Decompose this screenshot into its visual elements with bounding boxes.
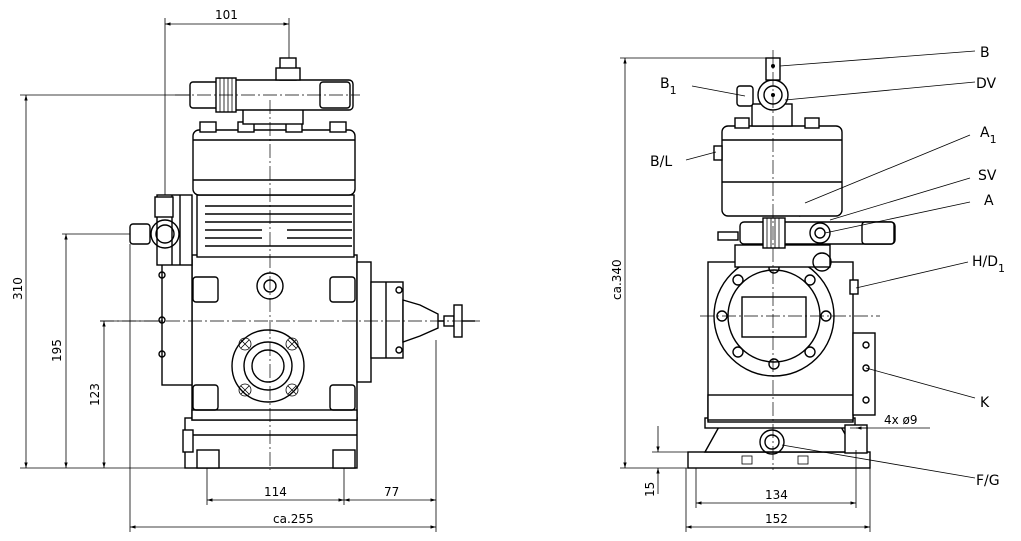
right-view-compressor [687,57,896,469]
right-oil-drain [759,429,785,455]
dim-15: 15 [643,482,657,497]
label-k: K [980,395,990,411]
left-side-plate [161,259,193,386]
left-crankcase [191,254,358,421]
leader-lines [685,50,976,479]
dim-ca255: ca.255 [273,512,314,526]
dim-ca340: ca.340 [610,259,624,300]
label-sv: SV [978,168,997,184]
right-dimension-labels: ca.340 15 134 152 4x ø9 [610,259,918,526]
label-hd1: H/D1 [972,254,1005,275]
label-a1: A1 [980,125,997,146]
right-centerlines [700,50,880,470]
right-side-plate-k [852,332,876,416]
dim-holes: 4x ø9 [884,413,918,427]
callout-labels: B B1 DV A1 B/L SV A H/D1 K F/G [650,45,1005,489]
label-b: B [980,45,990,61]
label-b1: B1 [660,76,677,97]
label-bl: B/L [650,154,672,170]
dim-114: 114 [264,485,287,499]
left-suction-fitting [150,219,180,249]
label-dv: DV [976,76,997,92]
left-cylinder [196,194,355,258]
dim-152: 152 [765,512,788,526]
label-fg: F/G [976,473,1000,489]
left-oil-pump [370,281,404,359]
dim-123: 123 [88,383,102,406]
dim-134: 134 [765,488,788,502]
left-cylinder-head [192,129,356,196]
left-flange [231,329,305,403]
dim-195: 195 [50,339,64,362]
dim-101: 101 [215,8,238,22]
left-view-compressor [129,57,475,469]
dim-77: 77 [384,485,399,499]
right-base [687,451,871,469]
dim-310: 310 [11,277,25,300]
label-a: A [984,193,994,209]
left-centerlines [100,94,480,470]
right-dimensions [620,57,930,532]
left-dimensions [20,18,437,532]
left-dimension-labels: 101 310 195 123 114 77 ca.255 [11,8,399,526]
